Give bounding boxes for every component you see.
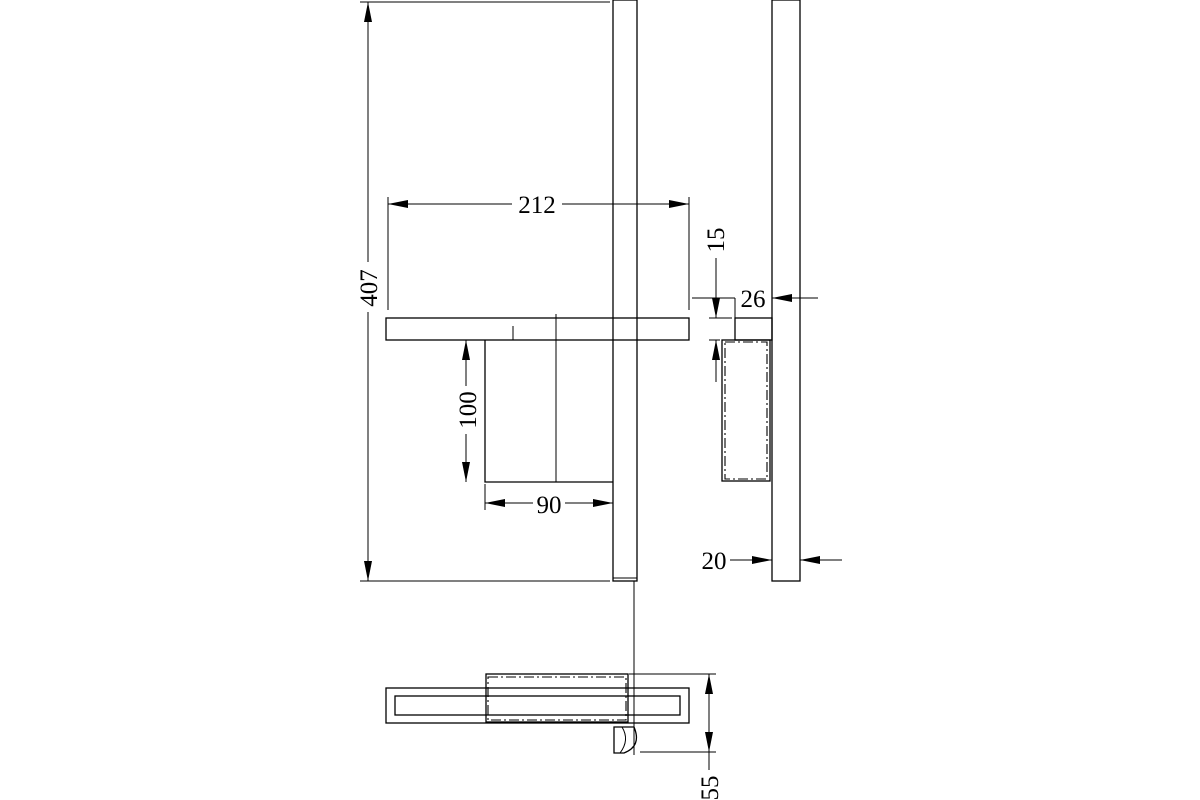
dim-shade-height: 100 — [453, 340, 482, 482]
top-shade-hidden — [487, 676, 627, 721]
front-horizontal-arm — [385, 317, 690, 341]
top-frame-inner — [394, 695, 681, 716]
front-view: 407 212 100 90 — [354, 0, 690, 755]
dim-bar-depth: 20 — [702, 548, 842, 575]
top-mount-curve — [619, 726, 626, 754]
dim-total-height: 407 — [354, 1, 610, 582]
dim-shade-offset: 90 — [484, 484, 613, 519]
dim-top-depth: 55 — [629, 673, 724, 800]
dim-label-shade-height: 100 — [455, 391, 482, 429]
side-shade — [721, 339, 771, 482]
dim-label-top-depth: 55 — [697, 776, 724, 800]
dim-arm-length: 212 — [387, 190, 690, 310]
dim-arm-thickness: 15 — [692, 228, 735, 382]
front-shade-outline — [484, 340, 613, 483]
dim-label-side-offset: 26 — [741, 286, 766, 313]
top-shade-outer — [485, 673, 629, 723]
top-mount — [613, 726, 638, 754]
side-arm-stub — [734, 317, 773, 341]
side-vertical-bar — [771, 0, 801, 582]
dim-label-bar-depth: 20 — [702, 548, 727, 575]
top-view: 55 — [385, 673, 724, 800]
side-view: 15 26 20 — [692, 0, 842, 582]
dim-label-arm-thickness: 15 — [703, 228, 730, 253]
side-shade-hidden — [724, 341, 768, 480]
dim-label-arm-length: 212 — [518, 192, 556, 219]
dim-side-offset: 26 — [734, 286, 818, 318]
dim-label-shade-offset: 90 — [537, 492, 562, 519]
dim-label-total-height: 407 — [356, 269, 383, 307]
top-frame-outer — [385, 687, 690, 724]
front-vertical-bar — [612, 0, 638, 582]
